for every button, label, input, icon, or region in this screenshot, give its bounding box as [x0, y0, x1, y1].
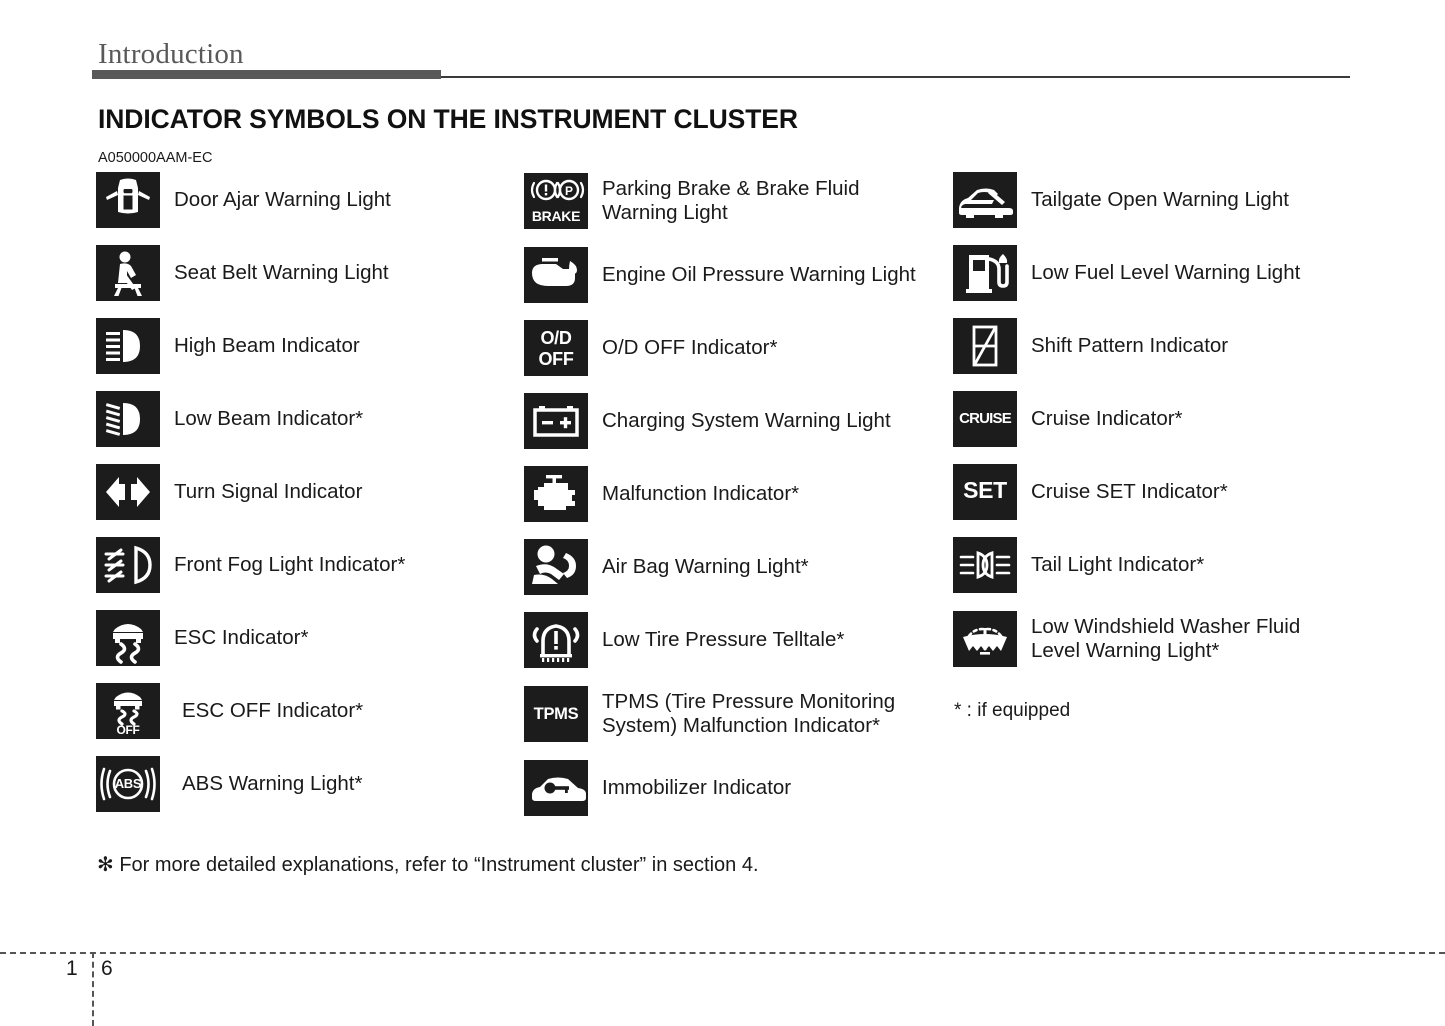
tail-light-icon	[953, 537, 1017, 593]
symbol-label: Turn Signal Indicator	[174, 480, 363, 503]
immobilizer-icon	[524, 760, 588, 816]
symbol-row: Low Fuel Level Warning Light	[953, 245, 1393, 301]
symbol-label: High Beam Indicator	[174, 334, 360, 357]
symbol-row: Malfunction Indicator*	[524, 466, 954, 522]
parking-brake-icon: P BRAKE	[524, 173, 588, 229]
symbol-row: TPMS TPMS (Tire Pressure Monitoring Syst…	[524, 685, 954, 743]
header-rule-thin	[441, 76, 1350, 78]
symbol-label: Low Tire Pressure Telltale*	[602, 628, 845, 651]
charging-system-icon	[524, 393, 588, 449]
symbol-row: Engine Oil Pressure Warning Light	[524, 247, 954, 303]
symbol-label: Door Ajar Warning Light	[174, 188, 391, 211]
symbol-label: Immobilizer Indicator	[602, 776, 792, 799]
symbol-label: ABS Warning Light*	[182, 772, 363, 795]
low-fuel-icon	[953, 245, 1017, 301]
low-beam-icon	[96, 391, 160, 447]
page-header: Introduction	[0, 0, 1445, 90]
symbol-row: Low Beam Indicator*	[96, 391, 526, 447]
cruise-set-icon-text: SET	[963, 477, 1007, 503]
symbol-row: High Beam Indicator	[96, 318, 526, 374]
symbol-label: Low Fuel Level Warning Light	[1031, 261, 1301, 284]
symbol-label: TPMS (Tire Pressure Monitoring System) M…	[602, 690, 896, 737]
symbol-row: Immobilizer Indicator	[524, 760, 954, 816]
tpms-icon: TPMS	[524, 686, 588, 742]
shift-pattern-icon	[953, 318, 1017, 374]
symbol-row: Low Windshield Washer Fluid Level Warnin…	[953, 610, 1393, 668]
breadcrumb-section-title: Introduction	[98, 38, 244, 70]
symbol-row: Front Fog Light Indicator*	[96, 537, 526, 593]
symbol-row: ESC Indicator*	[96, 610, 526, 666]
symbol-label: Tail Light Indicator*	[1031, 553, 1205, 576]
symbol-label: ESC Indicator*	[174, 626, 309, 649]
symbol-column-2: P BRAKE Parking Brake & Brake Fluid Warn…	[524, 172, 954, 833]
tpms-icon-text: TPMS	[533, 705, 579, 723]
symbol-row: Seat Belt Warning Light	[96, 245, 526, 301]
high-beam-icon	[96, 318, 160, 374]
symbol-row: Low Tire Pressure Telltale*	[524, 612, 954, 668]
symbol-label: Low Beam Indicator*	[174, 407, 364, 430]
esc-off-icon-text: OFF	[116, 723, 140, 737]
low-tire-pressure-icon	[524, 612, 588, 668]
footer-divider-vertical	[92, 952, 94, 1026]
symbol-label: Front Fog Light Indicator*	[174, 553, 406, 576]
engine-oil-icon	[524, 247, 588, 303]
door-ajar-icon	[96, 172, 160, 228]
symbol-row: Charging System Warning Light	[524, 393, 954, 449]
cruise-set-icon: SET	[953, 464, 1017, 520]
symbol-label: Low Windshield Washer Fluid Level Warnin…	[1031, 615, 1301, 662]
symbol-row: Air Bag Warning Light*	[524, 539, 954, 595]
symbol-label: O/D OFF Indicator*	[602, 336, 778, 359]
od-off-icon: O/D OFF	[524, 320, 588, 376]
cruise-icon-text: CRUISE	[959, 410, 1012, 427]
page-number: 6	[101, 957, 113, 980]
turn-signal-icon	[96, 464, 160, 520]
symbol-label: Charging System Warning Light	[602, 409, 891, 432]
air-bag-icon	[524, 539, 588, 595]
chapter-number: 1	[66, 957, 78, 980]
washer-fluid-icon	[953, 611, 1017, 667]
document-code: A050000AAM-EC	[98, 150, 213, 166]
if-equipped-note: * : if equipped	[954, 700, 1071, 721]
symbol-row: CRUISE Cruise Indicator*	[953, 391, 1393, 447]
symbol-label: Tailgate Open Warning Light	[1031, 188, 1289, 211]
symbol-label: Parking Brake & Brake Fluid Warning Ligh…	[602, 177, 860, 224]
symbol-row: Tailgate Open Warning Light	[953, 172, 1393, 228]
footer-divider-horizontal	[0, 952, 1445, 954]
abs-icon-text: ABS	[114, 776, 142, 791]
symbol-row: SET Cruise SET Indicator*	[953, 464, 1393, 520]
detail-reference-note: ✻ For more detailed explanations, refer …	[97, 854, 759, 876]
symbol-label: Seat Belt Warning Light	[174, 261, 389, 284]
symbol-row: Turn Signal Indicator	[96, 464, 526, 520]
esc-icon	[96, 610, 160, 666]
symbol-row: O/D OFF O/D OFF Indicator*	[524, 320, 954, 376]
header-rule-thick	[92, 70, 441, 79]
symbol-label: Cruise SET Indicator*	[1031, 480, 1228, 503]
symbol-label: Malfunction Indicator*	[602, 482, 800, 505]
svg-text:P: P	[565, 184, 573, 198]
symbol-label: Cruise Indicator*	[1031, 407, 1183, 430]
symbol-label: Shift Pattern Indicator	[1031, 334, 1229, 357]
symbol-column-1: Door Ajar Warning Light Seat Belt Warnin…	[96, 172, 526, 829]
symbol-row: Shift Pattern Indicator	[953, 318, 1393, 374]
abs-icon: ABS	[96, 756, 160, 812]
esc-off-icon: OFF	[96, 683, 160, 739]
page-title: INDICATOR SYMBOLS ON THE INSTRUMENT CLUS…	[98, 104, 798, 134]
cruise-icon: CRUISE	[953, 391, 1017, 447]
symbol-row: Door Ajar Warning Light	[96, 172, 526, 228]
symbol-label: ESC OFF Indicator*	[182, 699, 364, 722]
symbol-label: Air Bag Warning Light*	[602, 555, 809, 578]
malfunction-icon	[524, 466, 588, 522]
symbol-row: Tail Light Indicator*	[953, 537, 1393, 593]
tailgate-open-icon	[953, 172, 1017, 228]
front-fog-light-icon	[96, 537, 160, 593]
seat-belt-icon	[96, 245, 160, 301]
symbol-row: ABS ABS Warning Light*	[96, 756, 526, 812]
symbol-row: OFF ESC OFF Indicator*	[96, 683, 526, 739]
symbol-label: Engine Oil Pressure Warning Light	[602, 263, 916, 286]
symbol-column-3: Tailgate Open Warning Light Low Fuel Lev…	[953, 172, 1393, 685]
parking-brake-icon-text: BRAKE	[531, 208, 581, 224]
od-off-icon-text: O/D OFF	[538, 328, 574, 369]
symbol-row: P BRAKE Parking Brake & Brake Fluid Warn…	[524, 172, 954, 230]
